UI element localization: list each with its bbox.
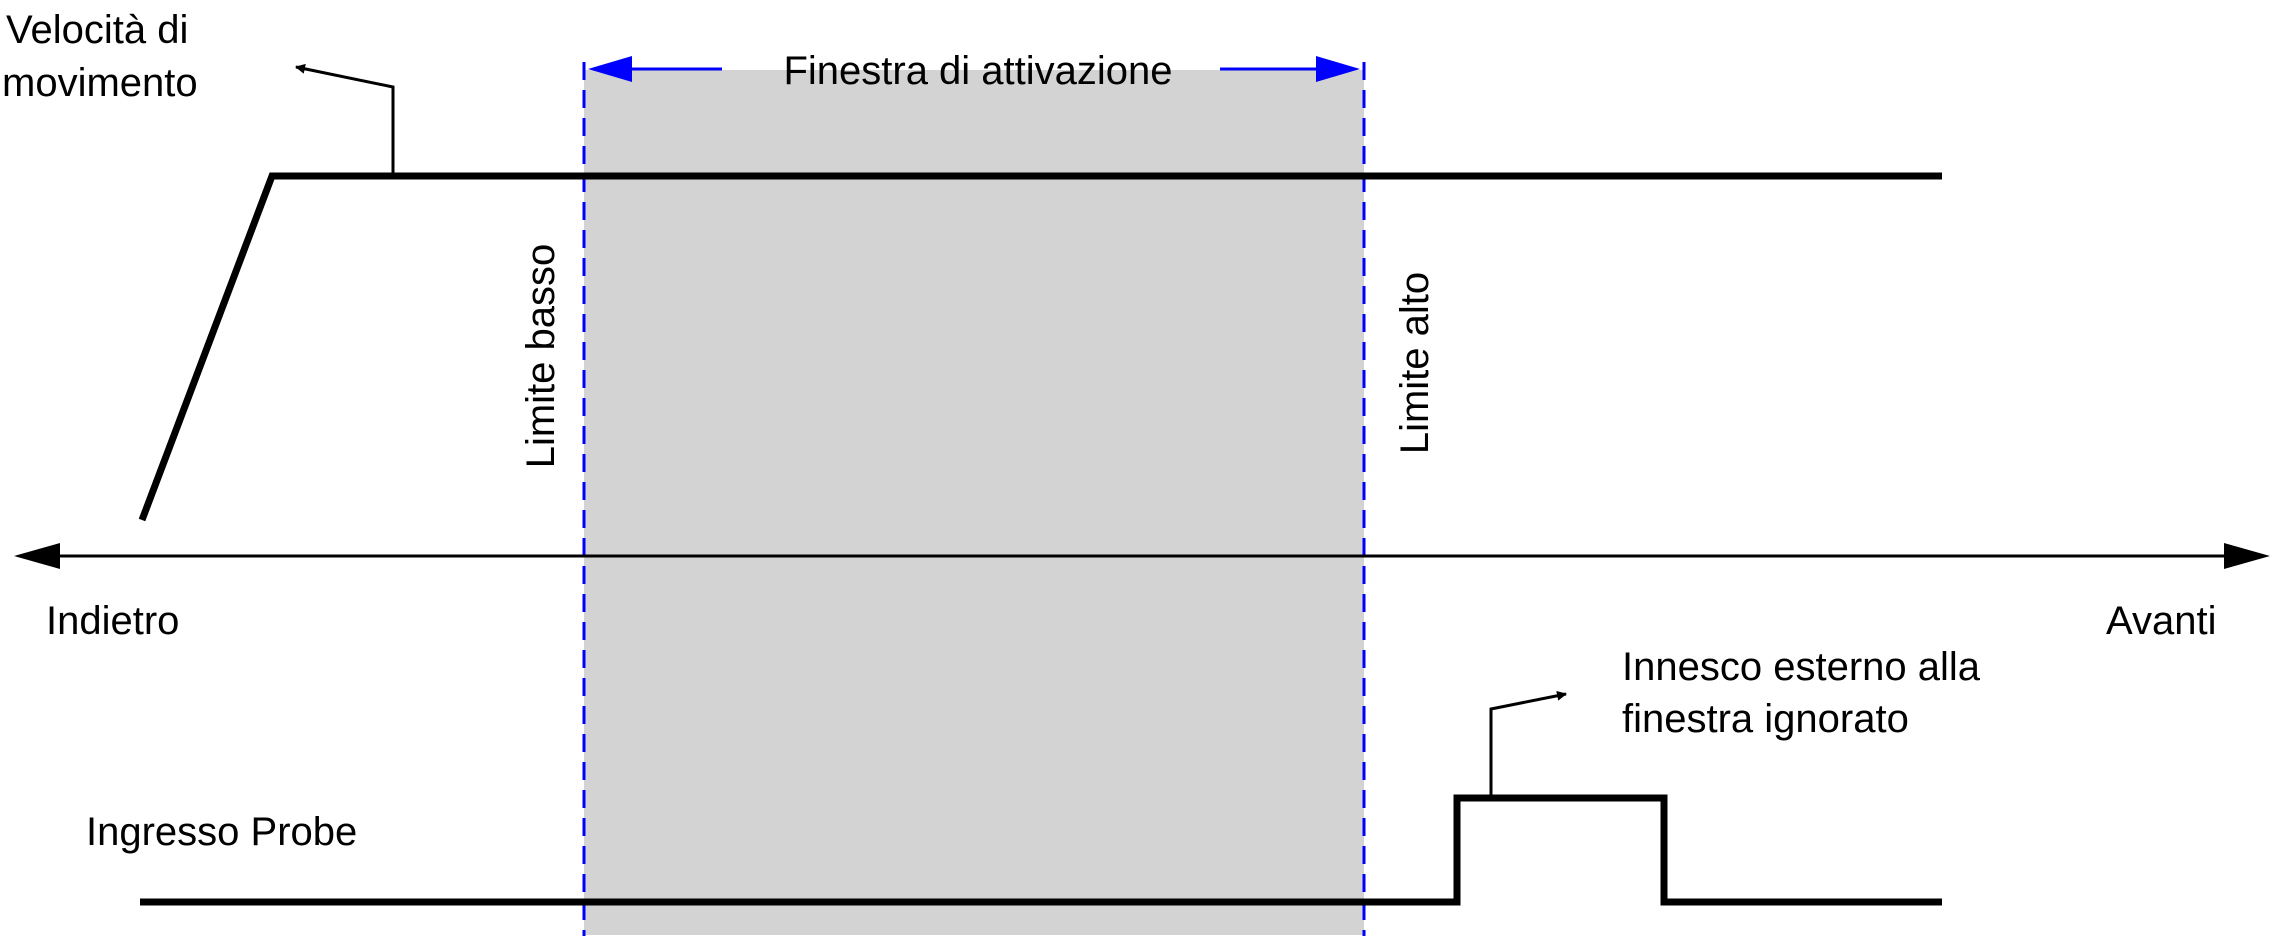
lower-limit-label: Limite basso <box>519 244 563 469</box>
speed-label-line1: Velocità di <box>6 8 188 52</box>
activation-window-label: Finestra di attivazione <box>783 49 1172 93</box>
speed-callout-arrow <box>295 63 395 176</box>
trigger-label-line2: finestra ignorato <box>1622 697 1909 741</box>
speed-label-line2: movimento <box>2 61 198 105</box>
backward-label: Indietro <box>46 599 179 643</box>
trigger-label-line1: Innesco esterno alla <box>1622 645 1981 689</box>
speed-profile-line <box>138 172 1942 522</box>
upper-limit-label: Limite alto <box>1393 272 1437 454</box>
trigger-callout-arrow <box>1489 690 1567 798</box>
position-axis <box>14 543 2270 569</box>
forward-label: Avanti <box>2106 599 2216 643</box>
probe-input-label: Ingresso Probe <box>86 810 357 854</box>
activation-window-arrow <box>588 56 1360 82</box>
activation-window-area <box>584 70 1364 935</box>
probe-input-signal <box>140 794 1942 906</box>
